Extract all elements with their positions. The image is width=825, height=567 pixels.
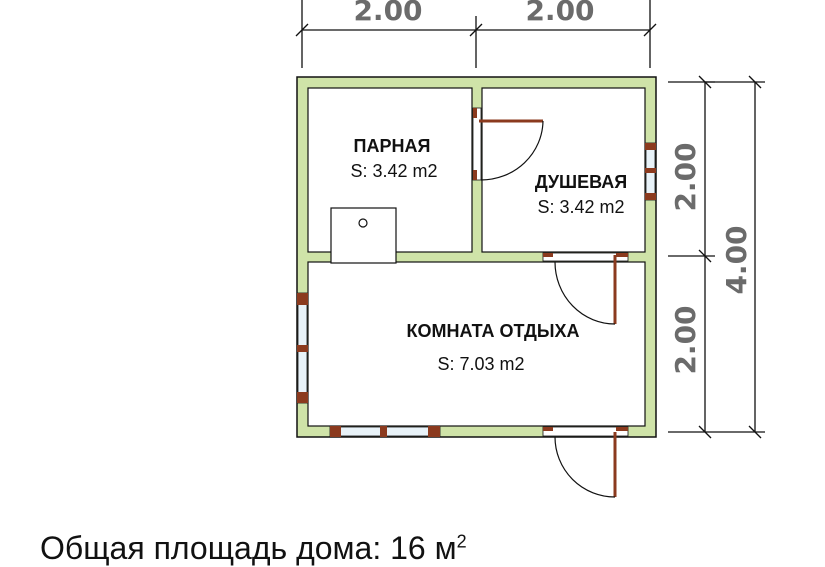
- dimension-label: 2.00: [669, 305, 702, 374]
- right-dimension: [668, 75, 765, 439]
- total-area-caption: Общая площадь дома: 16 м2: [40, 530, 467, 567]
- door-icon: [472, 107, 544, 181]
- room-area-komnata: S: 7.03 m2: [437, 354, 524, 374]
- entrance-door-icon: [542, 426, 629, 498]
- window-icon: [297, 292, 308, 404]
- room-name-parnaya: ПАРНАЯ: [354, 136, 431, 156]
- dimension-label: 2.00: [525, 0, 594, 27]
- total-area-superscript: 2: [456, 531, 467, 552]
- top-dimension: [295, 0, 657, 68]
- total-area-label: Общая площадь дома: 16 м: [40, 530, 457, 566]
- window-icon: [329, 426, 441, 437]
- floor-plan: 2.00 2.00 2.00 2.00 4.00: [295, 0, 765, 498]
- door-icon: [542, 252, 629, 325]
- room-name-dushevaya: ДУШЕВАЯ: [535, 172, 627, 192]
- room-name-komnata: КОМНАТА ОТДЫХА: [407, 321, 580, 341]
- dimension-label: 4.00: [720, 225, 753, 294]
- room-area-parnaya: S: 3.42 m2: [350, 161, 437, 181]
- window-icon: [645, 142, 656, 201]
- stove-icon: [330, 207, 397, 264]
- dimension-label: 2.00: [353, 0, 422, 27]
- dimension-label: 2.00: [669, 142, 702, 211]
- room-area-dushevaya: S: 3.42 m2: [537, 197, 624, 217]
